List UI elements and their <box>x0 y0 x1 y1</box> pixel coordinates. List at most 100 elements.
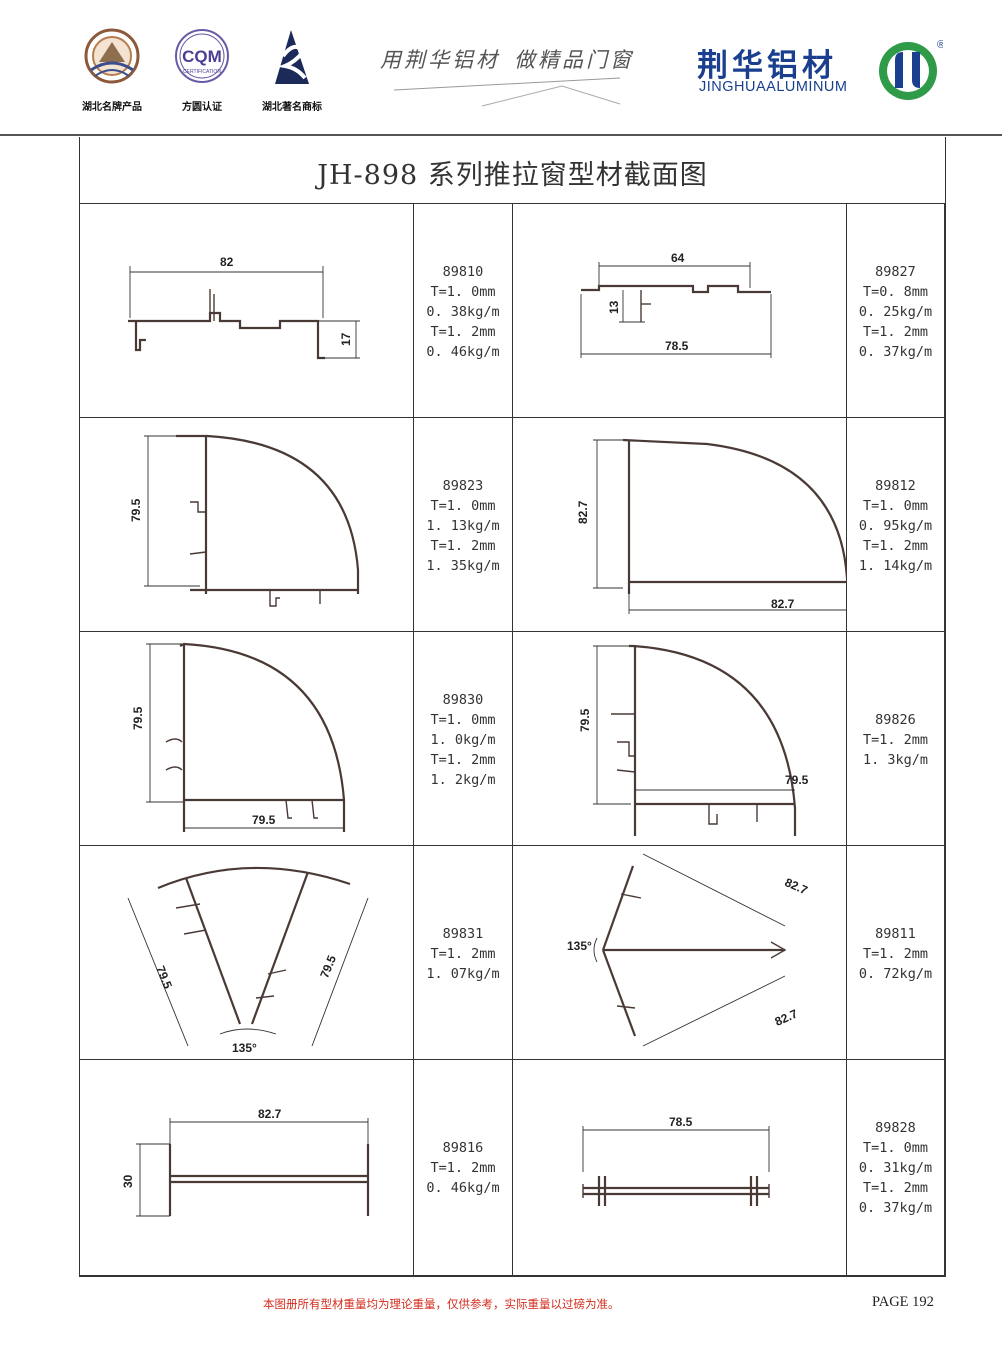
spec-cell-89827: 89827 T=0. 8mm 0. 25kg/m T=1. 2mm 0. 37k… <box>847 204 945 418</box>
spec-line: 1. 14kg/m <box>858 558 933 574</box>
profile-drawing-89823: 79.5 <box>129 434 360 607</box>
spec-line: 0. 46kg/m <box>426 344 500 360</box>
spec-line: 1. 35kg/m <box>426 558 500 574</box>
profile-code: 89816 <box>442 1140 484 1156</box>
drawing-cell-89810: 82 17 <box>80 204 414 418</box>
profile-drawing-89810: 82 17 <box>128 255 360 360</box>
spec-cell-89826: 89826 T=1. 2mm 1. 3kg/m <box>847 632 945 846</box>
dim-left-leg: 79.5 <box>153 964 175 991</box>
cqm-certification-seal-icon: CQM CERTIFICATION <box>175 29 229 83</box>
profile-code: 89828 <box>875 1120 916 1136</box>
dim-length: 78.5 <box>665 339 689 353</box>
spec-cell-89816: 89816 T=1. 2mm 0. 46kg/m <box>414 1060 513 1276</box>
slogan: 用荆华铝材做精品门窗 <box>380 44 634 74</box>
header-divider <box>0 134 1002 136</box>
spec-cell-89830: 89830 T=1. 0mm 1. 0kg/m T=1. 2mm 1. 2kg/… <box>414 632 513 846</box>
slogan-underline <box>393 77 621 107</box>
profile-code: 89831 <box>442 926 484 942</box>
drawing-cell-89827: 64 13 78.5 <box>513 204 847 418</box>
hubei-brand-medal-icon <box>84 28 140 84</box>
profile-drawing-89827: 64 13 78.5 <box>580 251 772 358</box>
dim-width: 82.7 <box>771 597 795 611</box>
spec-line: 0. 37kg/m <box>858 344 933 360</box>
profile-drawing-89826: 79.5 79.5 <box>578 644 809 836</box>
spec-line: T=1. 2mm <box>430 946 496 962</box>
dim-width: 78.5 <box>669 1115 693 1129</box>
dim-height: 79.5 <box>129 498 143 522</box>
weight-footnote: 本图册所有型材重量均为理论重量，仅供参考，实际重量以过磅为准。 <box>263 1297 620 1311</box>
spec-line: 0. 46kg/m <box>426 1180 500 1196</box>
spec-line: T=1. 2mm <box>862 732 929 748</box>
spec-line: T=1. 2mm <box>430 752 496 768</box>
dim-height: 17 <box>339 332 353 346</box>
badge-hubei-trademark: 湖北著名商标 <box>252 26 332 113</box>
badge-caption: 湖北著名商标 <box>262 102 322 113</box>
registered-mark: ® <box>937 39 943 51</box>
dim-right-leg: 79.5 <box>317 953 339 980</box>
brand-name-en: JINGHUAALUMINUM <box>699 79 848 95</box>
drawing-cell-89811: 82.7 82.7 135° <box>513 846 847 1060</box>
page-number: PAGE 192 <box>872 1294 934 1310</box>
brand-name-cn: 荆华铝材 <box>697 48 837 84</box>
spec-line: 0. 37kg/m <box>858 1200 933 1216</box>
spec-line: T=1. 2mm <box>430 1160 496 1176</box>
drawing-cell-89823: 79.5 <box>80 418 414 632</box>
drawing-cell-89826: 79.5 79.5 <box>513 632 847 846</box>
profile-code: 89823 <box>442 478 484 494</box>
spec-line: 0. 95kg/m <box>858 518 933 534</box>
spec-line: T=1. 2mm <box>862 946 929 962</box>
dim-angle: 135° <box>232 1041 257 1055</box>
cqm-seal-text: CQM <box>182 47 222 66</box>
dim-width: 79.5 <box>252 813 276 827</box>
spec-line: 0. 31kg/m <box>858 1160 933 1176</box>
profile-code: 89826 <box>875 712 916 728</box>
drawing-cell-89830: 79.5 79.5 <box>80 632 414 846</box>
spec-line: T=0. 8mm <box>862 284 929 300</box>
spec-line: T=1. 2mm <box>430 538 496 554</box>
spec-line: 1. 13kg/m <box>426 518 500 534</box>
dim-height: 30 <box>121 1174 135 1188</box>
profile-code: 89811 <box>875 926 916 942</box>
profile-drawing-89811: 82.7 82.7 135° <box>567 853 810 1047</box>
profile-code: 89827 <box>875 264 916 280</box>
spec-line: 0. 25kg/m <box>858 304 933 320</box>
spec-line: T=1. 0mm <box>862 1140 929 1156</box>
spec-line: T=1. 0mm <box>430 284 496 300</box>
spec-line: 0. 38kg/m <box>426 304 500 320</box>
page-title: JH-898 系列推拉窗型材截面图 <box>317 160 708 191</box>
drawing-cell-89828: 78.5 <box>513 1060 847 1276</box>
slogan-left: 用荆华铝材 <box>380 48 500 72</box>
spec-line: T=1. 0mm <box>430 712 496 728</box>
spec-line: 1. 3kg/m <box>862 752 929 768</box>
badge-cqm: CQM CERTIFICATION 方圆认证 <box>162 26 242 113</box>
profile-drawing-89816: 82.7 30 <box>121 1107 370 1217</box>
spec-cell-89823: 89823 T=1. 0mm 1. 13kg/m T=1. 2mm 1. 35k… <box>414 418 513 632</box>
dim-width: 64 <box>671 251 685 265</box>
spec-line: 1. 0kg/m <box>430 732 496 748</box>
spec-line: 1. 2kg/m <box>430 772 496 788</box>
profile-drawing-89812: 82.7 82.7 <box>576 438 847 614</box>
dim-height: 13 <box>607 300 621 314</box>
profile-drawing-89830: 79.5 79.5 <box>131 642 346 832</box>
dim-height: 79.5 <box>131 706 145 730</box>
jinghua-brand-logo-icon: ® <box>879 39 943 100</box>
spec-cell-89828: 89828 T=1. 0mm 0. 31kg/m T=1. 2mm 0. 37k… <box>847 1060 945 1276</box>
profile-grid: 82 17 89810 T=1. 0mm 0. 38kg/m T=1. 2mm … <box>80 204 945 1276</box>
dim-width: 82 <box>220 255 234 269</box>
spec-line: 0. 72kg/m <box>858 966 933 982</box>
cqm-seal-subtext: CERTIFICATION <box>183 69 221 75</box>
badge-caption: 湖北名牌产品 <box>82 102 142 113</box>
page-header: 湖北名牌产品 CQM CERTIFICATION 方圆认证 湖北著名商标 用荆华… <box>0 0 1002 136</box>
spec-line: T=1. 2mm <box>430 324 496 340</box>
dim-width: 82.7 <box>258 1107 282 1121</box>
spec-line: T=1. 2mm <box>862 538 929 554</box>
spec-line: T=1. 2mm <box>862 1180 929 1196</box>
dim-height: 82.7 <box>576 500 590 524</box>
spec-cell-89812: 89812 T=1. 0mm 0. 95kg/m T=1. 2mm 1. 14k… <box>847 418 945 632</box>
slogan-right: 做精品门窗 <box>514 48 634 72</box>
spec-cell-89810: 89810 T=1. 0mm 0. 38kg/m T=1. 2mm 0. 46k… <box>414 204 513 418</box>
drawing-cell-89831: 79.5 79.5 135° <box>80 846 414 1060</box>
profile-code: 89810 <box>442 264 484 280</box>
hubei-famous-trademark-icon <box>275 30 309 84</box>
dim-height: 79.5 <box>578 708 592 732</box>
